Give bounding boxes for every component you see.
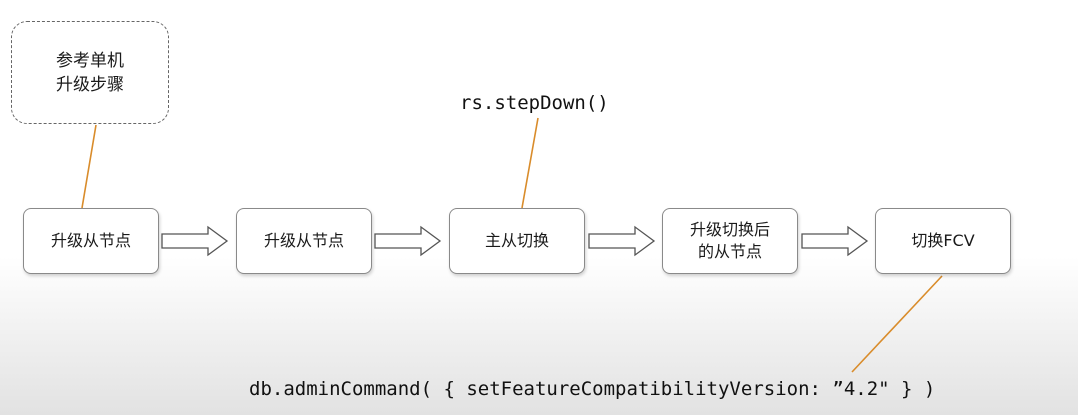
connector-note-to-node-1 <box>81 124 97 209</box>
reference-note: 参考单机 升级步骤 <box>11 21 169 124</box>
step-node-4-label-line-2: 的从节点 <box>697 242 762 261</box>
connector-fcv-to-node-5 <box>851 275 943 373</box>
step-node-2-label: 升级从节点 <box>263 231 344 250</box>
step-node-1: 升级从节点 <box>23 208 159 274</box>
step-node-4-label-line-1: 升级切换后 <box>689 220 770 239</box>
fcv-command: db.adminCommand( { setFeatureCompatibili… <box>249 378 936 400</box>
connector-stepdown-to-node-3 <box>521 117 539 209</box>
step-node-5-label: 切换FCV <box>911 231 975 250</box>
stepdown-command: rs.stepDown() <box>460 92 609 114</box>
flow-arrow-2 <box>374 225 442 257</box>
reference-note-line-2: 升级步骤 <box>56 74 124 95</box>
flow-arrow-3 <box>588 225 656 257</box>
step-node-3: 主从切换 <box>449 208 585 274</box>
step-node-2: 升级从节点 <box>236 208 372 274</box>
step-node-5: 切换FCV <box>875 208 1011 274</box>
step-node-3-label: 主从切换 <box>484 231 549 250</box>
reference-note-line-1: 参考单机 <box>56 50 124 71</box>
flow-arrow-1 <box>161 225 229 257</box>
flow-arrow-4 <box>801 225 869 257</box>
step-node-4: 升级切换后 的从节点 <box>662 208 798 274</box>
step-node-1-label: 升级从节点 <box>50 231 131 250</box>
